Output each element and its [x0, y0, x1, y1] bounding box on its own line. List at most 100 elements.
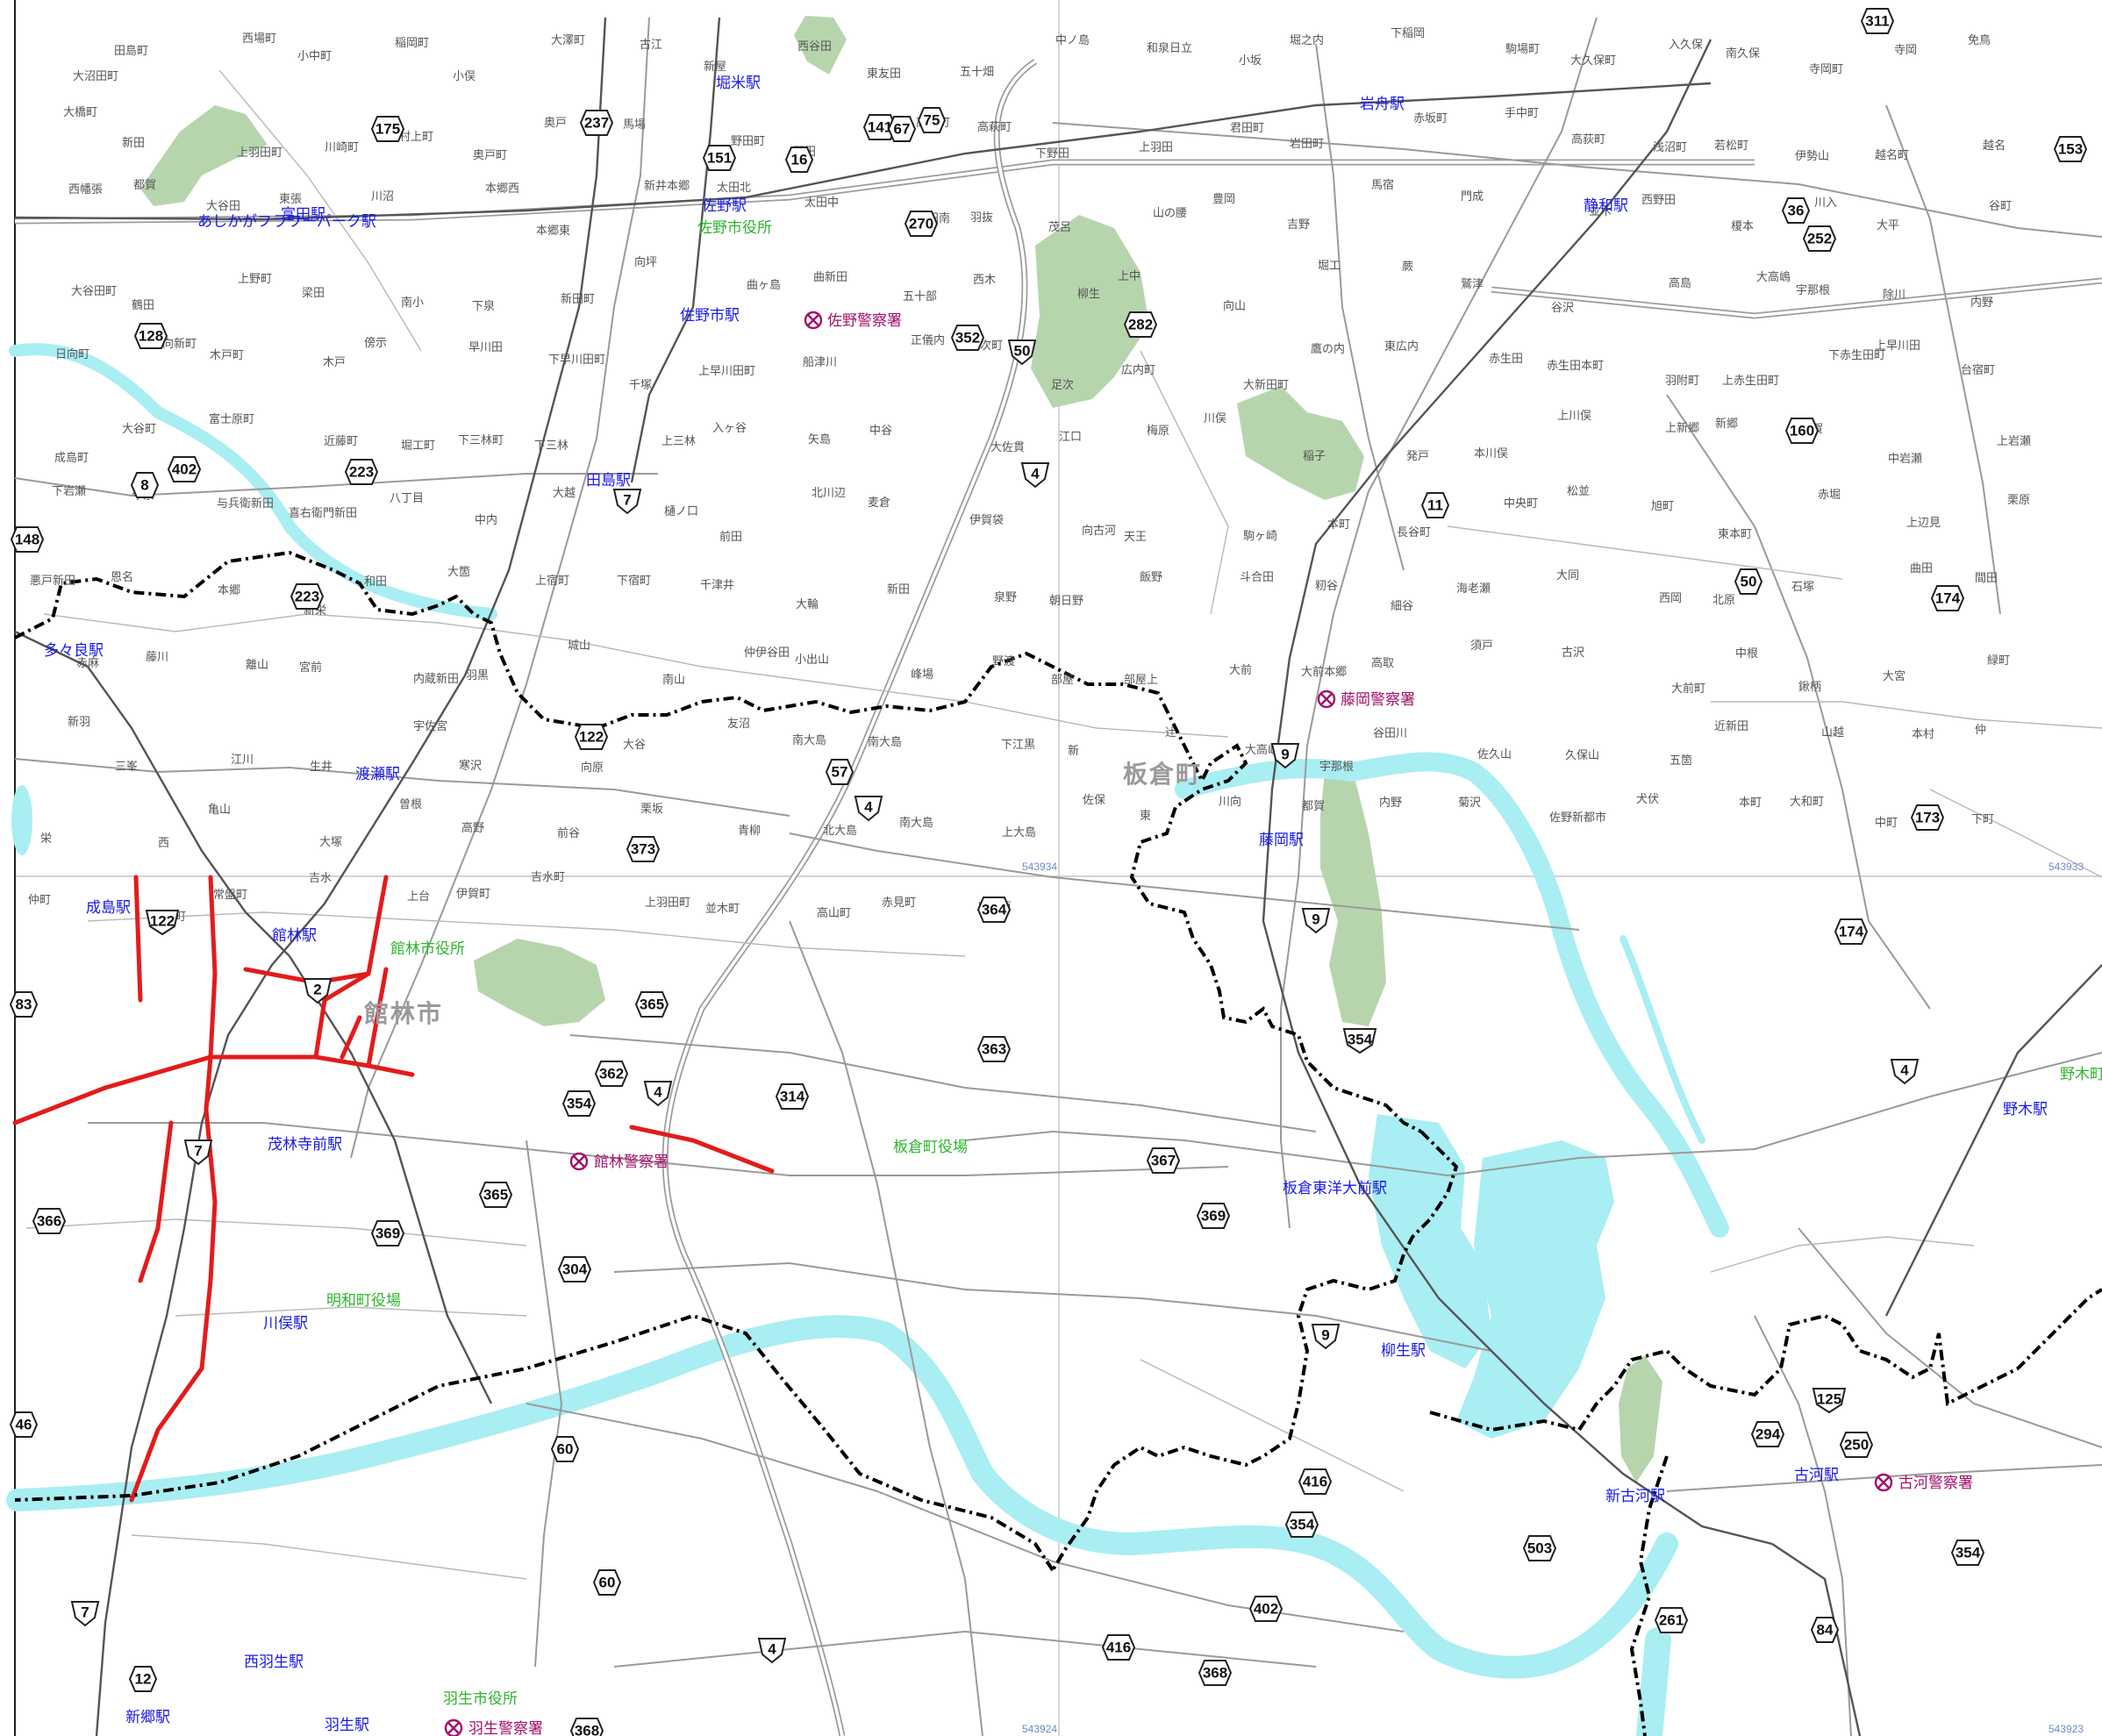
place-name: 足次 [1051, 378, 1074, 391]
place-name: 古沢 [1562, 646, 1584, 659]
station-hanyu[interactable]: 羽生駅 [325, 1717, 369, 1733]
place-name: 梅原 [1147, 424, 1169, 437]
national-route-shield-5: 4 [643, 1081, 673, 1107]
pref-route-shield-7: 175 [370, 116, 405, 142]
station-kawamata[interactable]: 川俣駅 [263, 1315, 308, 1332]
pref-route-shield-26: 57 [825, 759, 854, 785]
station-labels[interactable]: 堀米駅 富田駅 あしかがフラワーパーク駅 佐野駅 佐野市駅 岩舟駅 静和駅 田島… [44, 75, 2048, 1733]
route-number: 7 [623, 492, 631, 509]
route-number: 270 [909, 216, 933, 232]
station-tajima[interactable]: 田島駅 [586, 472, 631, 489]
office-labels[interactable]: 佐野市役所 館林市役所 板倉町役場 明和町役場 羽生市役所 野木町 [326, 219, 2102, 1707]
place-name: 東友田 [867, 67, 901, 80]
pref-route-shield-50: 294 [1750, 1421, 1785, 1447]
station-koga[interactable]: 古河駅 [1794, 1467, 1839, 1483]
station-sanoshi[interactable]: 佐野市駅 [680, 307, 740, 324]
pref-route-shield-44: 416 [1101, 1634, 1136, 1661]
station-iwafune[interactable]: 岩舟駅 [1360, 96, 1405, 112]
route-number: 304 [562, 1261, 588, 1278]
place-name: 中谷 [869, 424, 892, 437]
place-name: 手中町 [1505, 106, 1539, 119]
station-nishihanyu[interactable]: 西羽生駅 [244, 1654, 304, 1670]
police-stations[interactable]: 佐野警察署 藤岡警察署 館林警察署 古河警察署 羽生警察署 [444, 311, 1973, 1736]
station-horigome[interactable]: 堀米駅 [716, 75, 761, 91]
police-hanyu[interactable]: 羽生警察署 [468, 1720, 543, 1736]
station-sano[interactable]: 佐野駅 [702, 197, 747, 214]
office-itakura-town[interactable]: 板倉町役場 [893, 1139, 968, 1155]
place-name: 喜右衛門新田 [289, 506, 357, 519]
police-tatebayashi[interactable]: 館林警察署 [594, 1154, 668, 1170]
station-narushima[interactable]: 成島駅 [86, 899, 131, 916]
route-number: 368 [1203, 1665, 1227, 1682]
place-name: 間田 [1975, 571, 1998, 584]
place-name: 下野田 [1035, 146, 1069, 160]
police-sano[interactable]: 佐野警察署 [827, 312, 902, 329]
place-name: 高山町 [817, 906, 851, 919]
pref-route-shield-40: 369 [1196, 1203, 1231, 1229]
railways [14, 17, 2102, 1736]
place-name: 本郷 [218, 583, 240, 597]
place-name: 並木 [1589, 204, 1612, 218]
place-name: 久保山 [1565, 748, 1599, 761]
station-ashikaga-flower-park[interactable]: あしかがフラワーパーク駅 [197, 213, 376, 230]
national-route-shield-8: 125 [1812, 1388, 1847, 1414]
police-fujioka[interactable]: 藤岡警察署 [1341, 691, 1415, 708]
place-name: 南大島 [899, 816, 933, 829]
office-hanyu-city[interactable]: 羽生市役所 [443, 1690, 518, 1707]
station-watarase[interactable]: 渡瀬駅 [355, 766, 400, 782]
police-koga[interactable]: 古河警察署 [1898, 1475, 1973, 1491]
station-shingo[interactable]: 新郷駅 [125, 1709, 170, 1725]
place-name: 門成 [1461, 189, 1484, 203]
office-meiwa-town[interactable]: 明和町役場 [326, 1292, 401, 1309]
route-number: 151 [707, 150, 732, 167]
place-name: 北大島 [823, 824, 857, 837]
place-name: 新田町 [561, 292, 595, 305]
office-sano-city[interactable]: 佐野市役所 [697, 219, 772, 236]
place-name: 前田 [719, 530, 742, 543]
place-name: 上中 [1118, 269, 1140, 282]
place-name: 谷沢 [1551, 301, 1574, 314]
place-name: 宇那根 [1796, 283, 1830, 296]
place-name: 木戸町 [210, 348, 244, 361]
place-name: 新屋 [704, 60, 726, 73]
office-tatebayashi-city[interactable]: 館林市役所 [390, 940, 465, 957]
station-fujioka[interactable]: 藤岡駅 [1259, 832, 1304, 848]
office-nogi-town[interactable]: 野木町 [2060, 1066, 2102, 1082]
forest-areas [140, 16, 1662, 1482]
route-number: 57 [832, 764, 848, 781]
police-icon [444, 1718, 463, 1736]
pref-route-shield-9: 282 [1123, 311, 1158, 338]
route-number: 50 [1741, 574, 1757, 590]
place-name: 越名 [1983, 139, 2005, 152]
national-route-shield-16: 4 [1890, 1059, 1920, 1085]
route-number: 365 [640, 997, 664, 1013]
pref-route-shield-38: 365 [478, 1182, 513, 1208]
station-yagyu[interactable]: 柳生駅 [1381, 1342, 1426, 1359]
station-morinji-mae[interactable]: 茂林寺前駅 [268, 1136, 342, 1153]
prefecture-border [14, 550, 2102, 1736]
place-name: 新田 [122, 136, 145, 149]
route-number: 369 [375, 1225, 400, 1242]
pref-route-shield-33: 314 [775, 1083, 810, 1110]
city-labels: 板倉町 館林市 [364, 760, 1200, 1027]
place-name: 吉水町 [531, 870, 565, 883]
pref-route-shield-54: 368 [569, 1718, 604, 1736]
route-number: 223 [295, 589, 319, 605]
station-nogi[interactable]: 野木駅 [2003, 1101, 2048, 1118]
highlighted-routes [12, 875, 775, 1503]
station-tomita[interactable]: 富田駅 [281, 206, 325, 223]
station-tatara[interactable]: 多々良駅 [44, 642, 104, 659]
station-shizuwa[interactable]: 静和駅 [1584, 197, 1628, 214]
place-name: 東 [1140, 809, 1151, 822]
place-name: 村上町 [399, 130, 433, 143]
station-tatebayashi[interactable]: 館林駅 [272, 927, 317, 944]
place-name: 新田 [887, 582, 910, 596]
place-name: 大沼田町 [73, 69, 118, 82]
place-name: 樋ノ口 [664, 504, 698, 518]
place-name: 須戸 [1470, 639, 1493, 652]
route-number: 368 [575, 1723, 599, 1736]
station-shinkoga[interactable]: 新古河駅 [1605, 1488, 1665, 1504]
station-itakura-toyo-daimae[interactable]: 板倉東洋大前駅 [1283, 1180, 1387, 1197]
place-name: 生井 [310, 760, 332, 773]
